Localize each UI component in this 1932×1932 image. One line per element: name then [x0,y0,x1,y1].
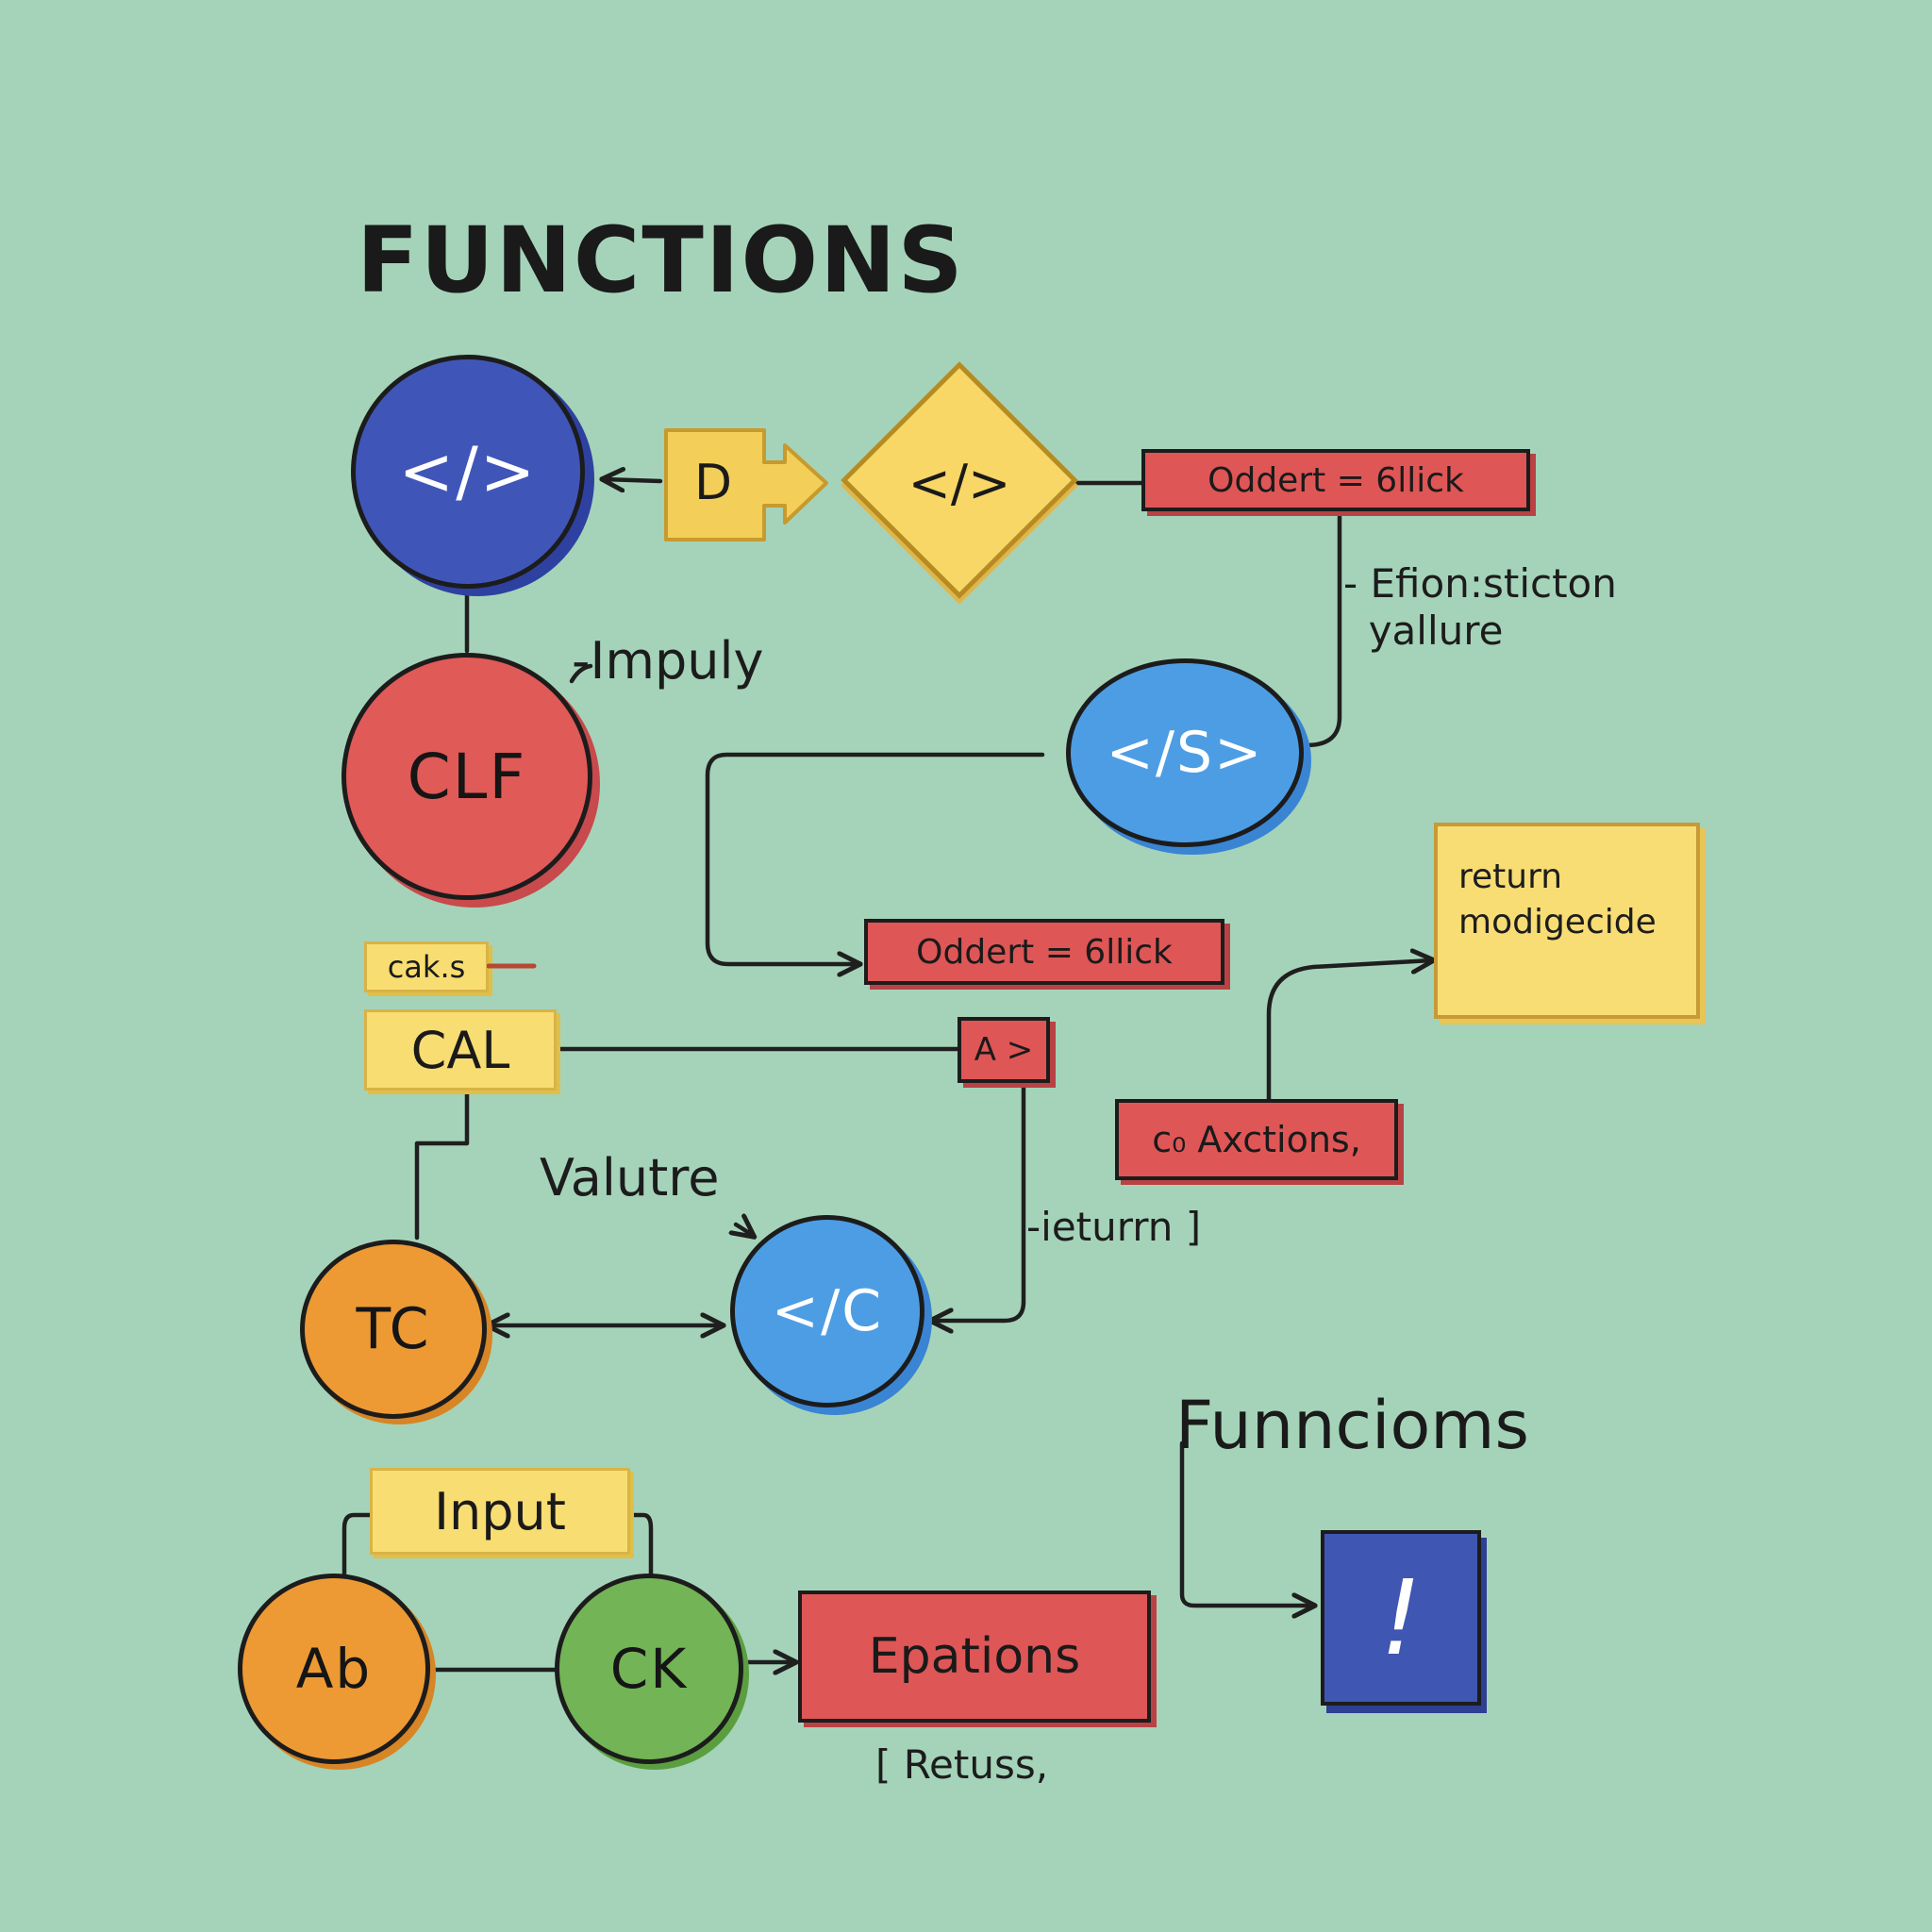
return-note: -ieturrn ] [1026,1204,1202,1250]
link-oddert-to-s [1304,514,1342,748]
oddert-top-label: Oddert = 6llick [1208,460,1464,500]
tc-label: TC [356,1296,431,1362]
oddert-mid-label: Oddert = 6llick [916,932,1173,972]
link-tag-to-code [604,479,663,481]
s-label: </S> [1106,720,1264,786]
clf-circle[interactable]: CLF [341,653,592,900]
link-s-loop [705,752,1045,964]
oddert-mid-box[interactable]: Oddert = 6llick [864,919,1224,985]
decision-diamond-label: </> [908,453,1011,513]
clf-label: CLF [407,740,527,813]
c-circle[interactable]: </C [730,1215,924,1407]
axctions-label: c₀ Axctions, [1152,1119,1361,1160]
c-label: </C [771,1278,884,1344]
d-tag-label: D [693,455,733,511]
efion-note: - Efion:sticton yallure [1343,560,1617,654]
ab-circle[interactable]: Ab [238,1574,430,1764]
a-tag-box[interactable]: A > [958,1017,1050,1083]
cak-dash [487,963,537,969]
page-title: FUNCTIONS [357,208,965,313]
code-circle-top[interactable]: </> [351,355,585,589]
cak-label-box[interactable]: cak.s [364,941,489,992]
ck-circle[interactable]: CK [555,1574,743,1764]
cal-box[interactable]: CAL [364,1009,557,1091]
cak-label: cak.s [387,949,466,985]
link-cal-to-tc [414,1090,470,1241]
axctions-box[interactable]: c₀ Axctions, [1115,1099,1398,1180]
a-tag-label: A > [974,1031,1034,1069]
epations-box[interactable]: Epations [798,1591,1151,1723]
alert-square[interactable]: ! [1321,1530,1481,1706]
input-label: Input [434,1481,566,1541]
code-circle-top-label: </> [398,433,538,510]
d-arrow-tag-icon[interactable] [660,425,832,547]
ab-label: Ab [295,1637,373,1701]
alert-icon: ! [1379,1557,1423,1678]
epations-label: Epations [868,1628,1081,1685]
retuss-note: [ Retuss, [875,1741,1049,1788]
link-impuly-tick [569,663,593,684]
input-box[interactable]: Input [370,1468,630,1555]
link-valutre-to-c [736,1224,753,1236]
return-card-text: return modigecide [1458,858,1657,941]
link-input-right [627,1512,654,1580]
funncioms-heading: Funncioms [1175,1387,1529,1464]
oddert-top-box[interactable]: Oddert = 6llick [1141,449,1530,511]
s-circle[interactable]: </S> [1066,658,1304,847]
impuly-note: -Impuly [572,631,764,691]
tc-circle[interactable]: TC [300,1240,487,1419]
cal-label: CAL [410,1020,510,1080]
link-axctions-to-return [1266,960,1432,1102]
ck-label: CK [609,1637,689,1701]
link-a-to-c [932,1082,1026,1321]
link-input-left [341,1512,373,1580]
valutre-note: Valutre [540,1148,720,1208]
return-card[interactable]: return modigecide [1434,823,1700,1019]
link-funncioms-to-alert [1179,1441,1313,1606]
